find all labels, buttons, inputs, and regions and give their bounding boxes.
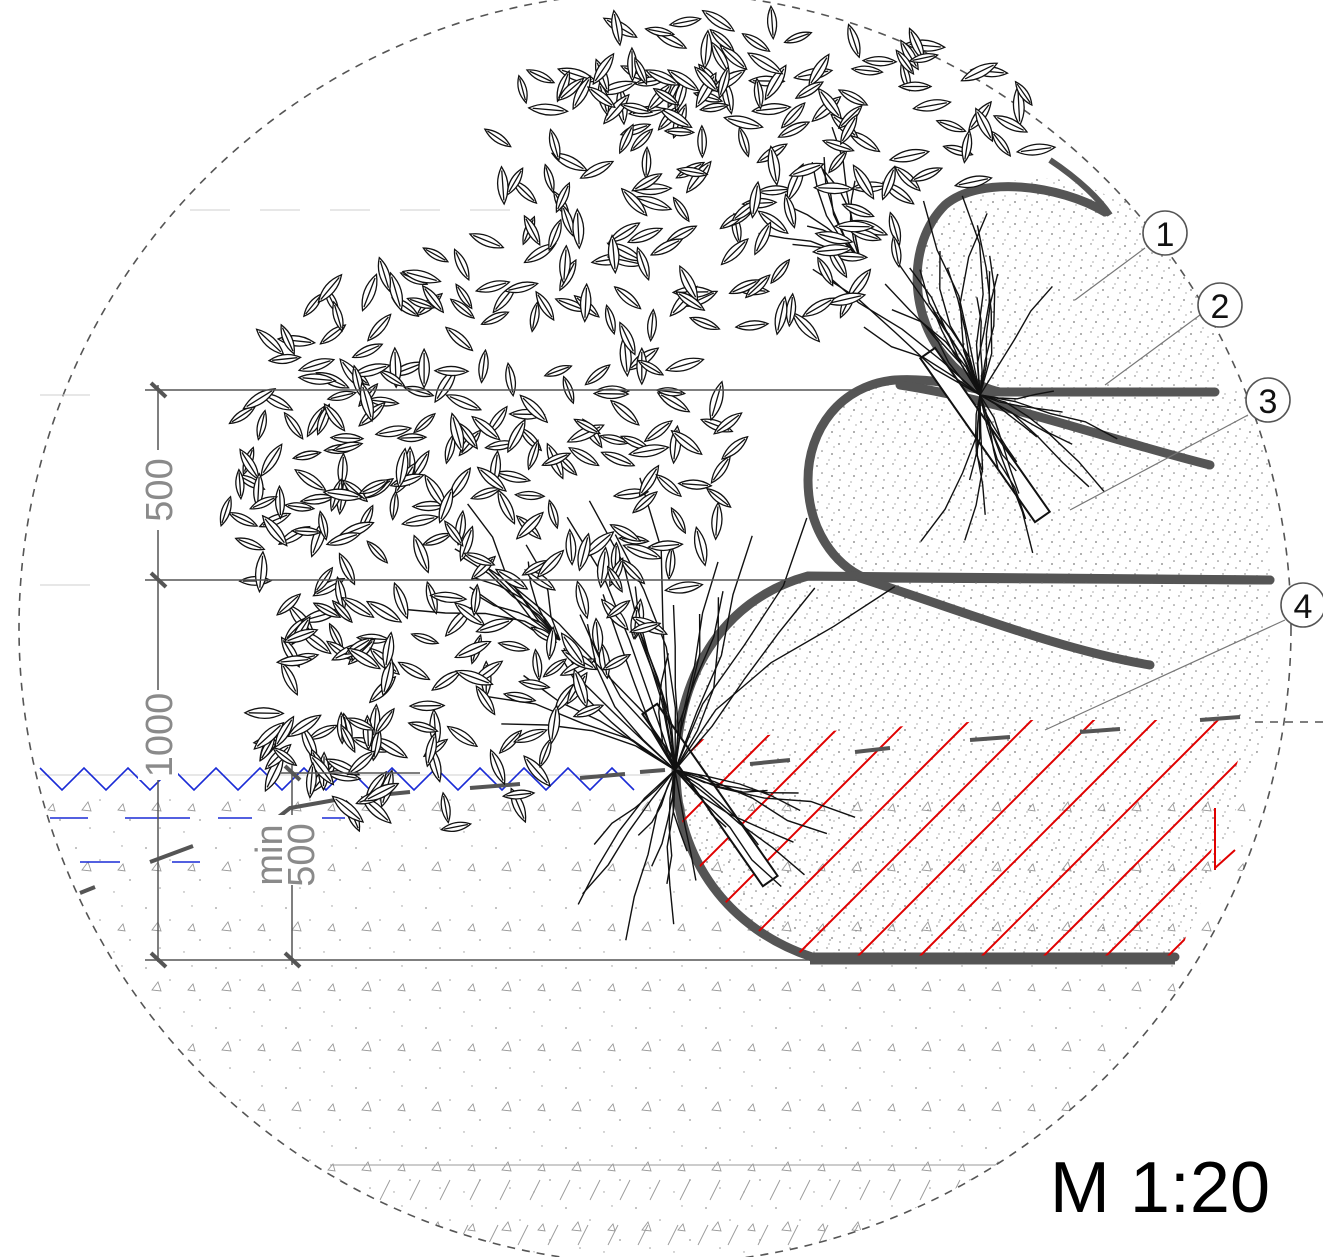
scale-label: M 1:20 — [1050, 1148, 1270, 1228]
dimension-min-label: min — [249, 824, 291, 885]
callout-2-label: 2 — [1211, 288, 1230, 326]
dimension-1000: 1000 — [139, 693, 181, 778]
callout-3-label: 3 — [1259, 383, 1278, 421]
callout-1: 1 — [1142, 210, 1188, 256]
callout-4-label: 4 — [1294, 588, 1313, 626]
dimension-min-500: 500 — [281, 823, 323, 886]
dim-mask-3 — [252, 815, 322, 885]
plant-foliage — [219, 4, 1057, 833]
detail-circle — [18, 0, 1292, 1257]
callout-1-label: 1 — [1156, 216, 1175, 254]
hatch-marks — [1214, 808, 1236, 870]
plant-roots — [405, 126, 1118, 941]
callout-4: 4 — [1280, 582, 1323, 628]
callout-2: 2 — [1197, 282, 1243, 328]
fiber-roll-1 — [912, 157, 1220, 397]
dimension-lines — [145, 381, 1175, 969]
callout-3: 3 — [1245, 377, 1291, 423]
dim-mask-2 — [138, 690, 178, 780]
fiber-roll-3 — [671, 571, 1275, 962]
callout-leaders — [1044, 247, 1286, 731]
dimension-500: 500 — [139, 458, 181, 521]
dim-mask-1 — [138, 450, 178, 530]
